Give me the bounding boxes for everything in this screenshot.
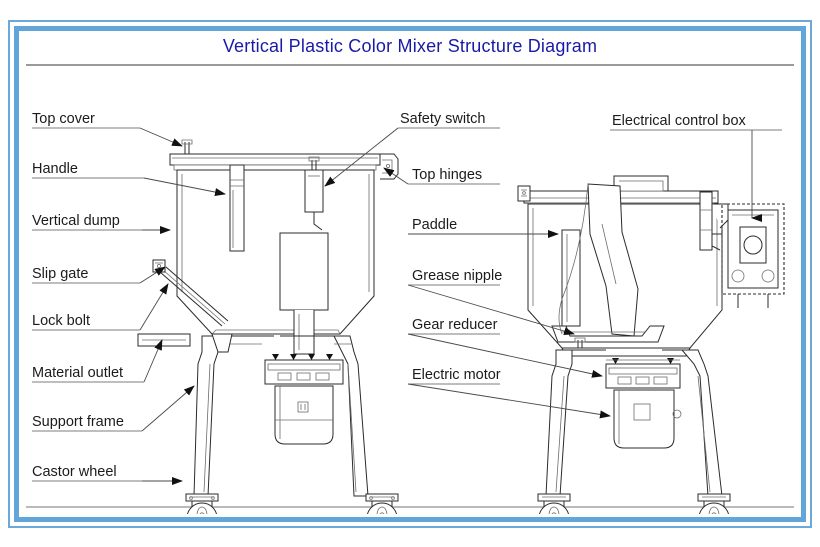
label-top-hinges: Top hinges xyxy=(412,167,483,183)
right-machine-section-view xyxy=(517,175,785,514)
label-gear-reducer: Gear reducer xyxy=(412,317,498,333)
divider-bottom xyxy=(26,506,794,508)
left-material-outlet xyxy=(211,333,233,353)
leader-lines xyxy=(32,127,782,485)
label-support-frame: Support frame xyxy=(32,414,124,430)
machine-illustrations xyxy=(32,127,785,514)
label-vertical-dump: Vertical dump xyxy=(32,213,120,229)
label-safety-switch: Safety switch xyxy=(400,111,486,127)
leader-slip-gate xyxy=(139,266,166,284)
leader-support-frame xyxy=(141,385,195,432)
right-castor-wheel-right xyxy=(697,493,731,514)
left-electric-motor xyxy=(274,385,334,445)
left-drum-body xyxy=(176,169,375,335)
diagram-canvas: Vertical Plastic Color Mixer Structure D… xyxy=(22,34,798,514)
right-grease-nipple xyxy=(574,337,586,348)
leader-lock-bolt xyxy=(139,283,169,331)
leader-electric-motor xyxy=(407,383,611,419)
page-title: Vertical Plastic Color Mixer Structure D… xyxy=(222,36,598,56)
left-support-frame-leg-left xyxy=(193,335,219,497)
right-latch-bar xyxy=(699,191,729,251)
label-top-cover: Top cover xyxy=(32,111,95,127)
label-material-outlet: Material outlet xyxy=(32,365,124,381)
left-machine-front-view xyxy=(137,139,399,514)
left-castor-wheel-right xyxy=(365,493,399,514)
leader-top-hinges xyxy=(383,167,409,185)
right-electrical-control-box xyxy=(711,203,785,308)
right-support-frame-leg-left xyxy=(545,349,573,497)
right-gear-reducer xyxy=(605,358,681,389)
left-shaft-housing xyxy=(279,232,329,355)
left-handle xyxy=(229,164,245,252)
leader-material-outlet xyxy=(143,339,163,383)
label-castor-wheel: Castor wheel xyxy=(32,464,117,480)
left-gear-reducer xyxy=(264,354,344,385)
label-handle: Handle xyxy=(32,161,78,177)
leader-safety-switch xyxy=(324,127,399,187)
left-lock-bolt xyxy=(137,333,191,347)
label-electrical-control-box: Electrical control box xyxy=(612,113,746,129)
label-paddle: Paddle xyxy=(412,217,458,233)
label-electric-motor: Electric motor xyxy=(412,367,501,383)
left-safety-switch xyxy=(304,156,324,231)
title-divider-top xyxy=(26,64,794,66)
right-castor-wheel-left xyxy=(537,493,571,514)
right-paddle xyxy=(551,183,665,343)
leader-gear-reducer xyxy=(407,333,603,378)
left-castor-wheel-left xyxy=(185,493,219,514)
label-grease-nipple: Grease nipple xyxy=(412,268,503,284)
leader-handle xyxy=(143,177,226,196)
leader-grease-nipple xyxy=(407,284,575,336)
label-lock-bolt: Lock bolt xyxy=(32,313,91,329)
left-top-cover xyxy=(169,139,399,180)
label-slip-gate: Slip gate xyxy=(32,266,89,282)
right-support-frame-leg-right xyxy=(680,349,723,497)
leader-top-cover xyxy=(139,127,183,147)
right-electric-motor xyxy=(613,389,682,449)
